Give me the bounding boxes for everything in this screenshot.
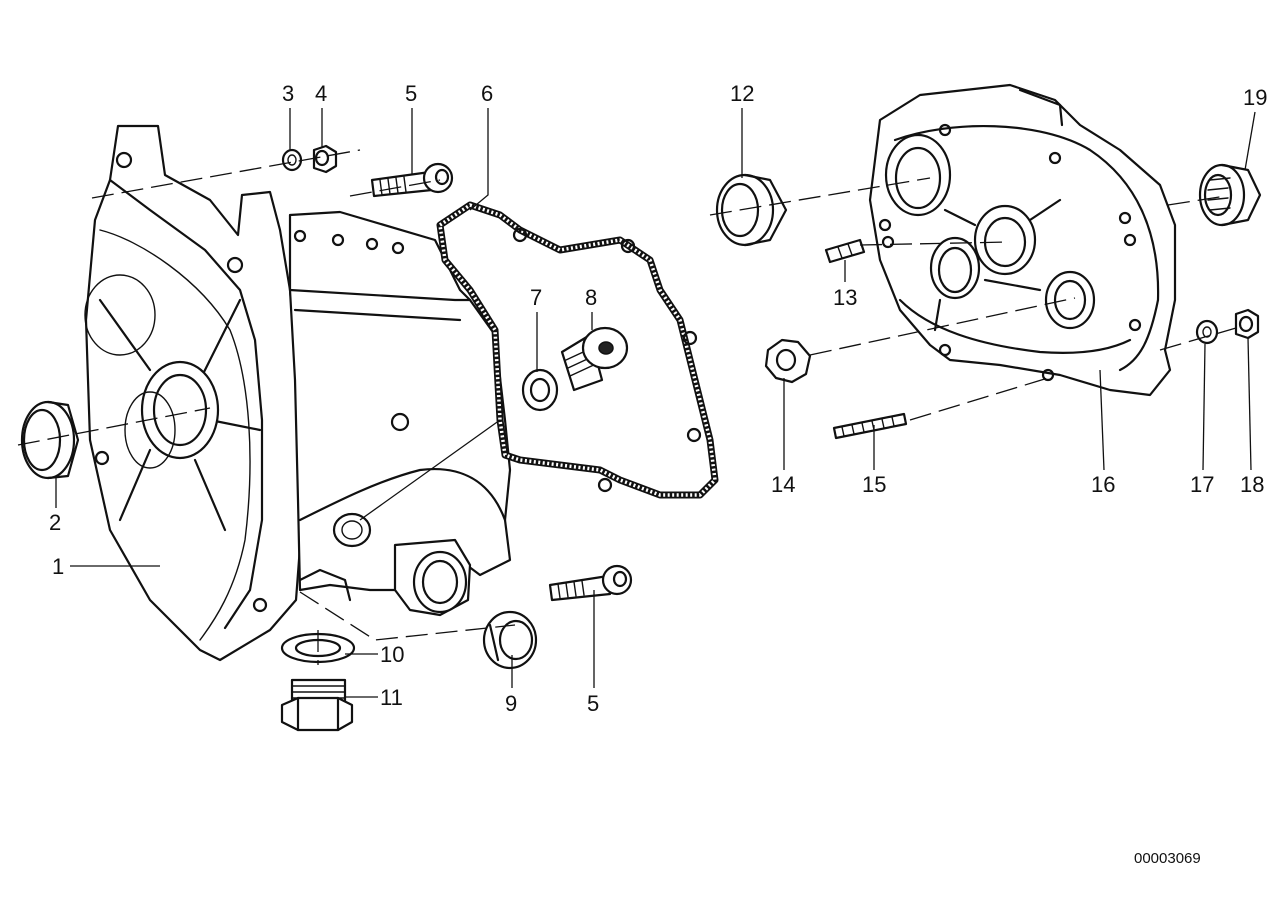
callout-13: 13	[833, 285, 857, 310]
stud-15	[832, 412, 908, 440]
washer-7	[521, 368, 559, 412]
callout-6: 6	[481, 81, 493, 106]
seal-ring-2	[20, 400, 80, 480]
callout-12: 12	[730, 81, 754, 106]
callout-16: 16	[1091, 472, 1115, 497]
leader-lines	[55, 108, 1256, 698]
callout-2: 2	[49, 510, 61, 535]
callout-3: 3	[282, 81, 294, 106]
hex-nut-18	[1234, 308, 1260, 340]
callout-19: 19	[1243, 85, 1267, 110]
callout-11: 11	[380, 685, 403, 710]
callout-18: 18	[1240, 472, 1264, 497]
callout-5-bottom: 5	[587, 691, 599, 716]
callout-8: 8	[585, 285, 597, 310]
shaft-seal-9	[482, 610, 538, 670]
callout-10: 10	[380, 642, 404, 667]
gearbox-housing	[84, 124, 512, 662]
plug-screw-8	[560, 326, 629, 392]
callout-7: 7	[530, 285, 542, 310]
housing-cover	[868, 83, 1177, 397]
callout-17: 17	[1190, 472, 1214, 497]
drain-plug-11	[280, 678, 354, 732]
diagram-number: 00003069	[1134, 850, 1201, 867]
seal-19	[1198, 163, 1262, 227]
callout-1: 1	[52, 554, 64, 579]
cap-screw-5-bottom	[548, 564, 633, 602]
callout-5-top: 5	[405, 81, 417, 106]
washer-17	[1195, 319, 1219, 345]
lock-washer-3	[281, 148, 303, 172]
shaft-seal-12	[715, 173, 788, 247]
callout-labels: 1 2 3 4 5 6 7 8 9 10 11 12 13 14 15 16 1…	[49, 81, 1267, 716]
callout-15: 15	[862, 472, 886, 497]
centerlines	[17, 149, 1237, 665]
callout-4: 4	[315, 81, 327, 106]
hex-nut-4	[312, 144, 338, 174]
callout-14: 14	[771, 472, 795, 497]
cap-nut-14	[764, 338, 812, 384]
callout-9: 9	[505, 691, 517, 716]
dowel-pin-13	[824, 238, 866, 264]
